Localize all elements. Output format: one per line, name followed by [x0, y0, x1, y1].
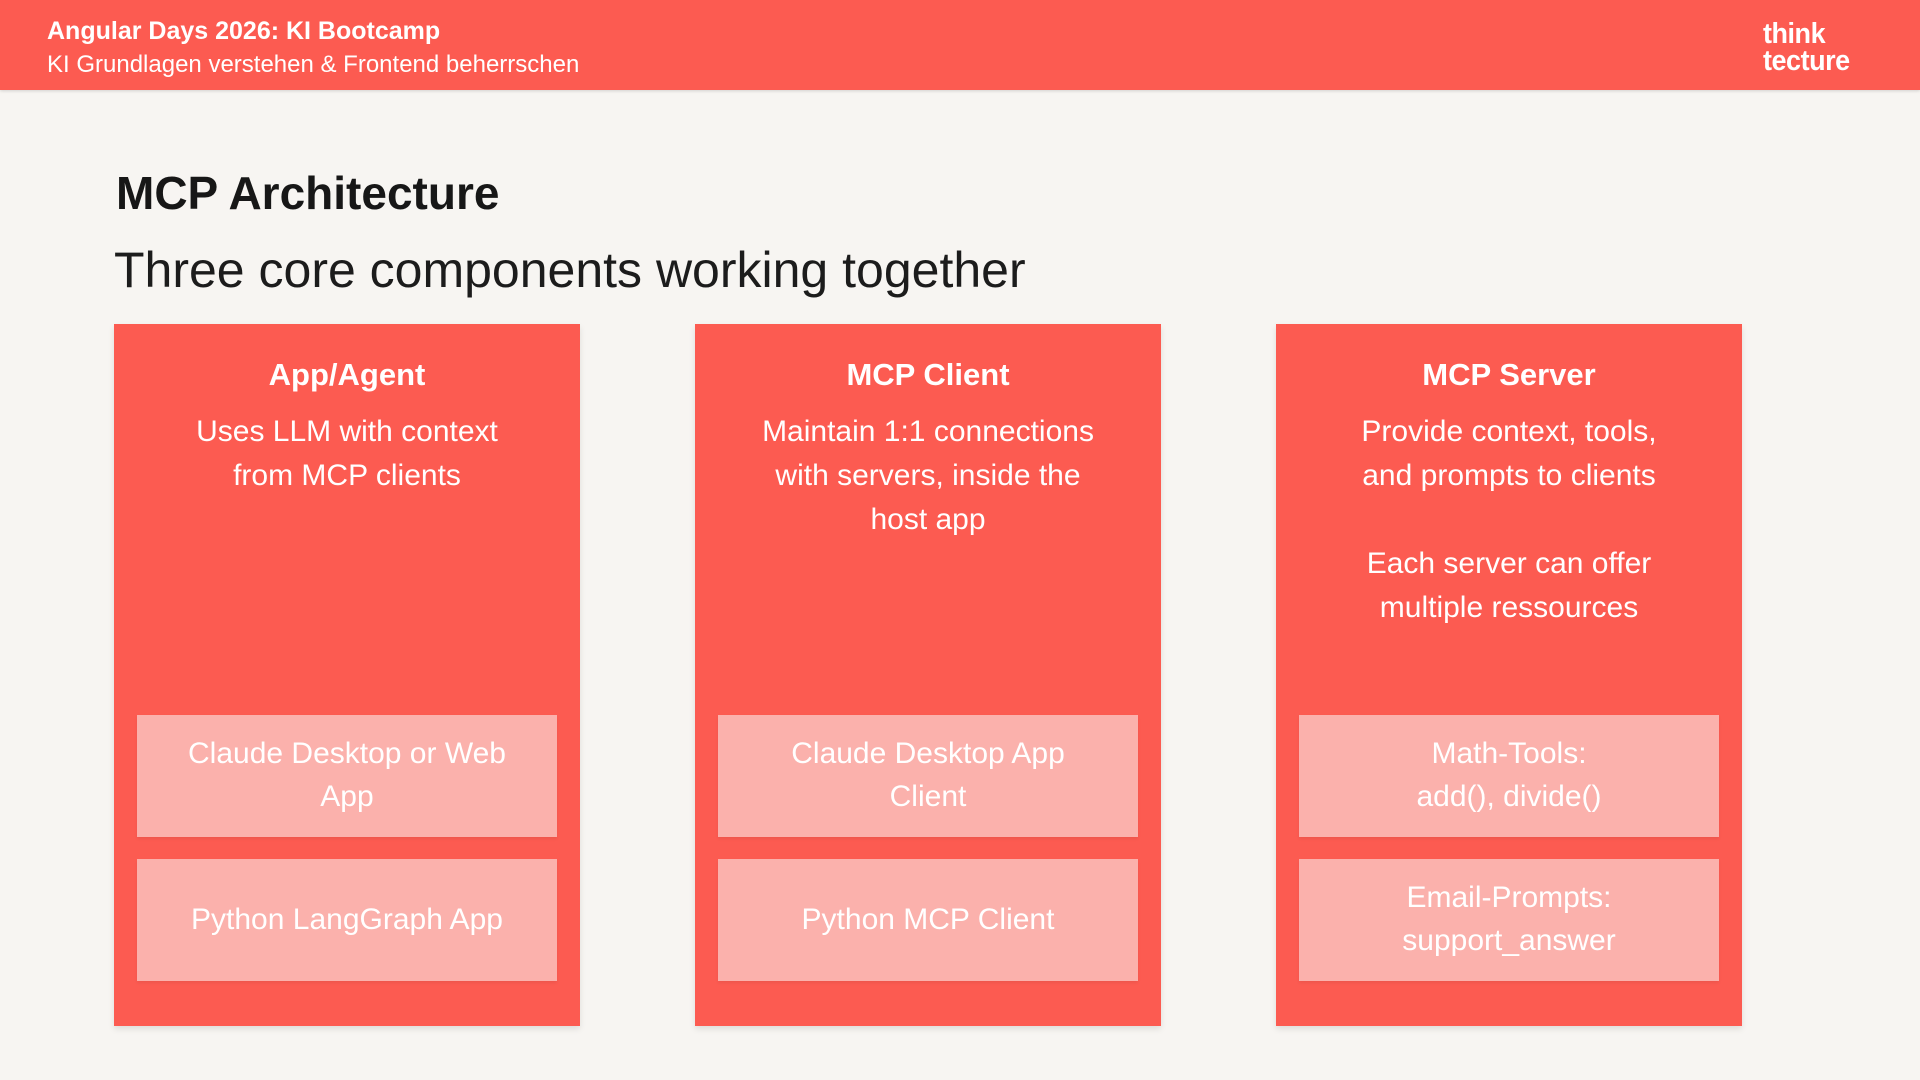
components-row: App/Agent Uses LLM with context from MCP…	[114, 324, 1742, 1026]
card-app-agent: App/Agent Uses LLM with context from MCP…	[114, 324, 580, 1026]
description-paragraph: Uses LLM with context from MCP clients	[196, 415, 498, 493]
description-paragraph: Each server can offer multiple ressource…	[1366, 546, 1652, 624]
example-box-text: Claude Desktop App Client	[791, 737, 1065, 813]
card-title: MCP Client	[846, 357, 1010, 392]
description-paragraph: Maintain 1:1 connections with servers, i…	[762, 415, 1094, 536]
logo-line-2: tecture	[1763, 44, 1850, 77]
card-mcp-server: MCP Server Provide context, tools, and p…	[1276, 324, 1742, 1026]
example-box: Python LangGraph App	[137, 859, 557, 981]
example-box-text: Email-Prompts:	[1406, 881, 1612, 915]
thinktecture-logo: think tecture	[1763, 18, 1850, 77]
slide-title: MCP Architecture	[116, 167, 500, 219]
example-box-text: support_answer	[1402, 924, 1616, 957]
example-box-list: Math-Tools: add(), divide() Email-Prompt…	[1299, 715, 1719, 981]
card-mcp-client: MCP Client Maintain 1:1 connections with…	[695, 324, 1161, 1026]
event-subtitle: KI Grundlagen verstehen & Frontend beher…	[47, 51, 580, 79]
example-box-text: Claude Desktop or Web App	[188, 737, 506, 813]
example-box-list: Claude Desktop or Web App Python LangGra…	[137, 715, 557, 981]
card-description: Uses LLM with context from MCP clients	[175, 410, 520, 498]
card-title: MCP Server	[1422, 357, 1596, 392]
header-bar: Angular Days 2026: KI Bootcamp KI Grundl…	[0, 0, 1920, 90]
event-title: Angular Days 2026: KI Bootcamp	[47, 17, 441, 45]
card-description: Provide context, tools, and prompts to c…	[1337, 410, 1682, 629]
example-box-list: Claude Desktop App Client Python MCP Cli…	[718, 715, 1138, 981]
example-box-text: add(), divide()	[1416, 780, 1602, 813]
example-box-text: Math-Tools:	[1431, 737, 1587, 771]
slide-subtitle: Three core components working together	[114, 242, 1026, 298]
header-text-block: Angular Days 2026: KI Bootcamp KI Grundl…	[47, 16, 579, 80]
example-box: Math-Tools: add(), divide()	[1299, 715, 1719, 837]
example-box: Email-Prompts: support_answer	[1299, 859, 1719, 981]
example-box-text: Python LangGraph App	[191, 902, 503, 936]
example-box: Python MCP Client	[718, 859, 1138, 981]
card-title: App/Agent	[268, 357, 426, 392]
description-paragraph: Provide context, tools, and prompts to c…	[1361, 415, 1657, 493]
example-box-text: Python MCP Client	[801, 902, 1055, 936]
example-box: Claude Desktop or Web App	[137, 715, 557, 837]
logo-line-1: think	[1763, 18, 1826, 50]
card-description: Maintain 1:1 connections with servers, i…	[756, 410, 1101, 541]
example-box: Claude Desktop App Client	[718, 715, 1138, 837]
